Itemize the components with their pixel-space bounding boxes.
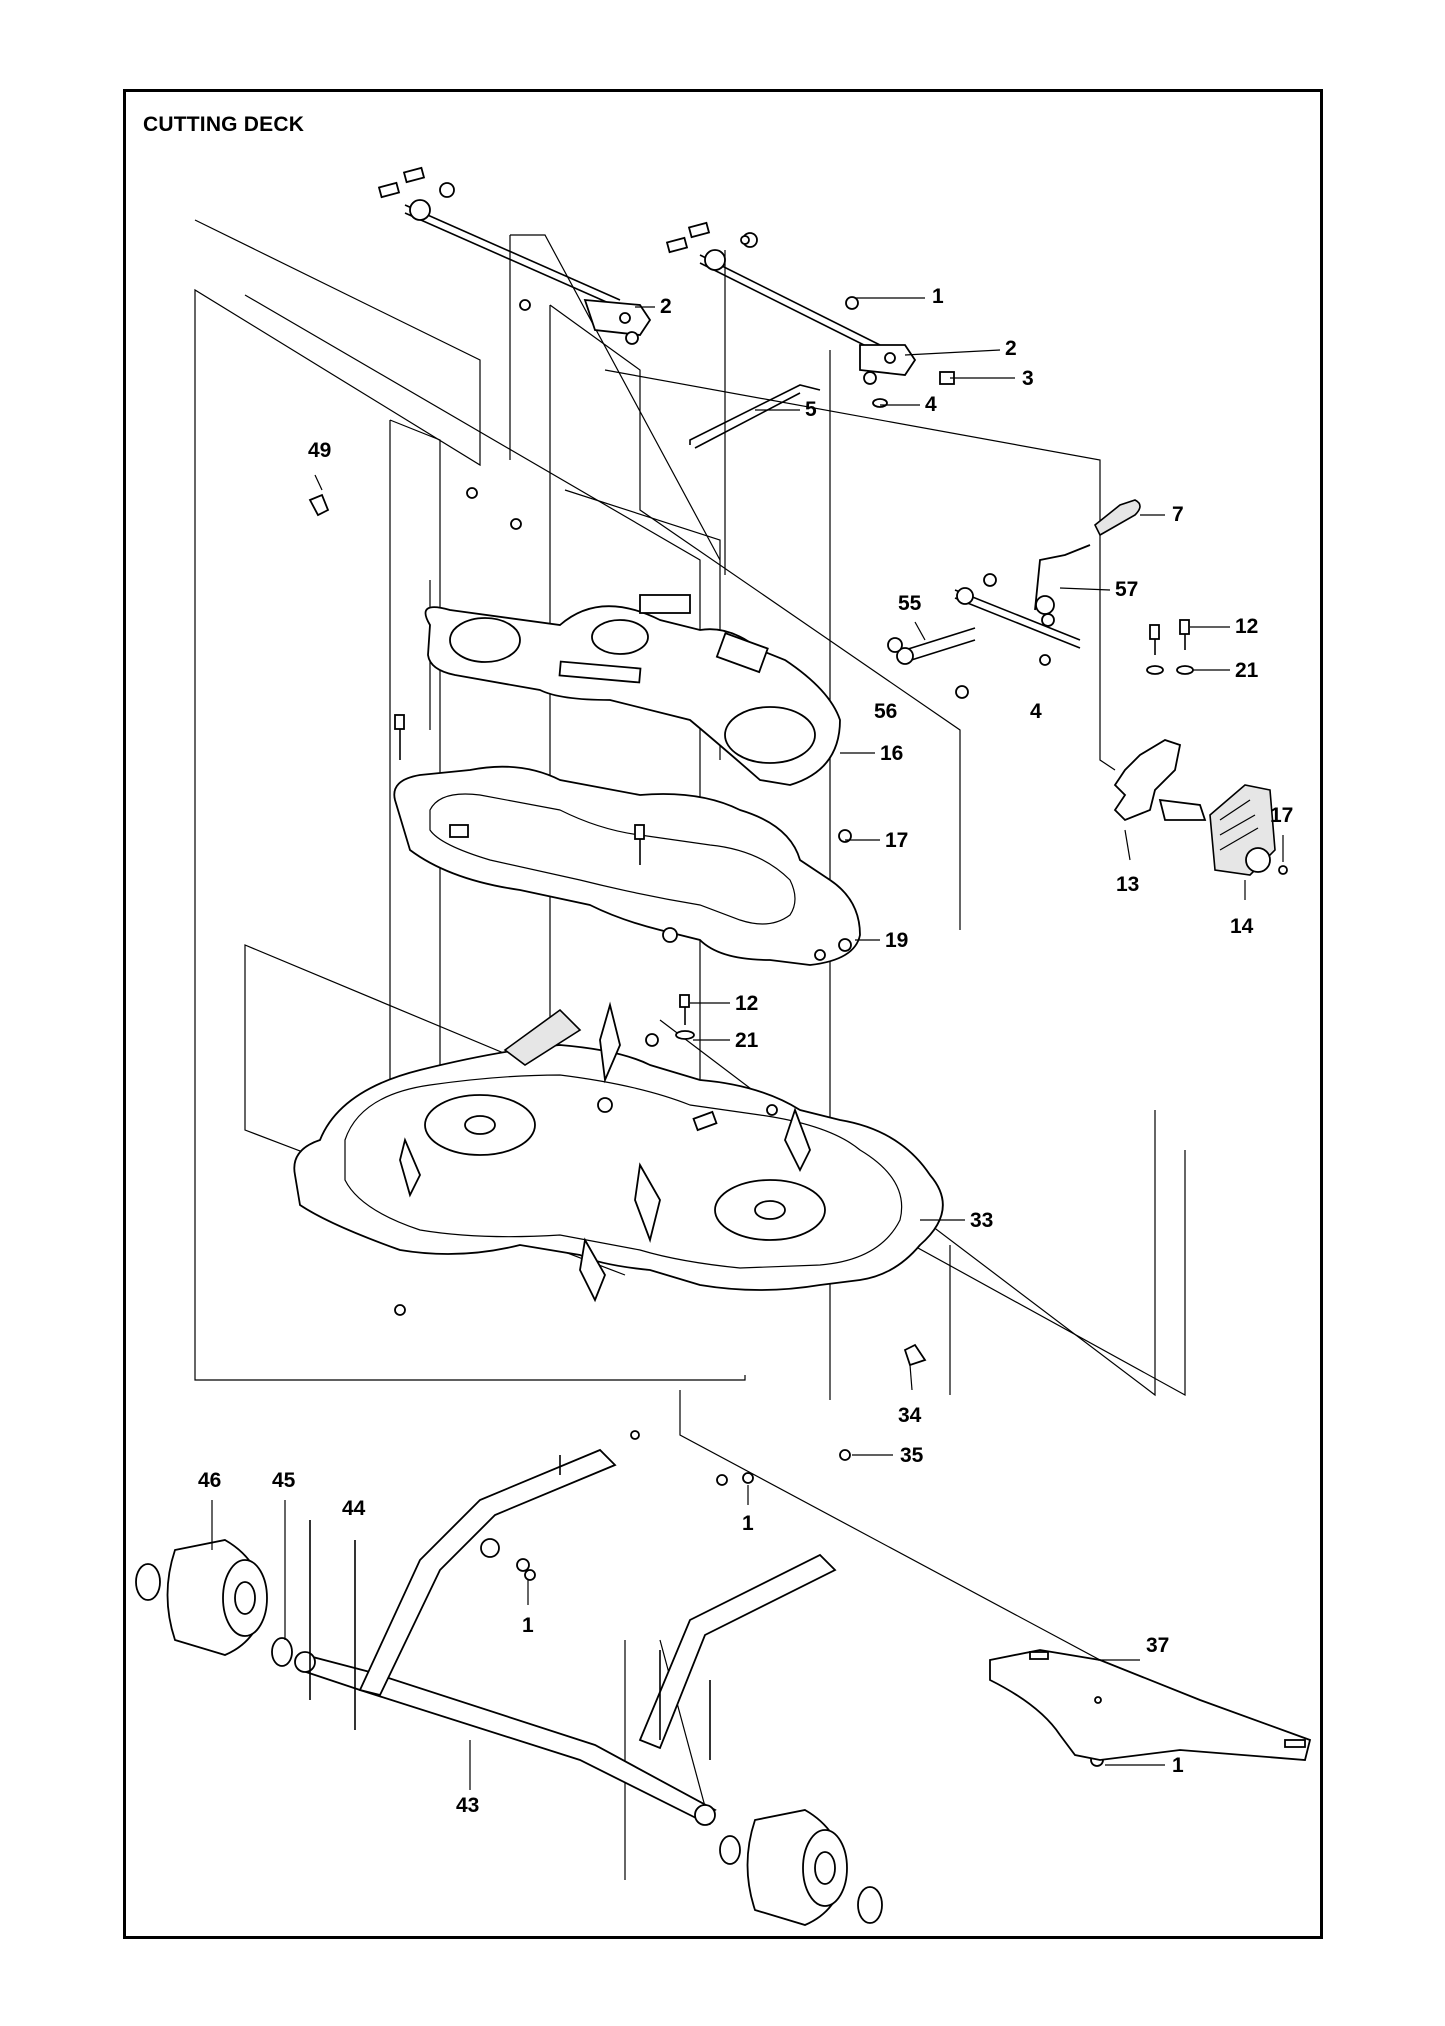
callout-17: 17	[885, 829, 908, 852]
callout-44: 44	[342, 1497, 366, 1520]
callout-33: 33	[970, 1209, 993, 1232]
front-wheel-left[interactable]	[135, 1539, 293, 1667]
callout-13: 13	[1116, 873, 1139, 896]
callout-45: 45	[272, 1469, 296, 1492]
callout-14: 14	[1230, 915, 1254, 938]
callout-4: 4	[1030, 700, 1042, 723]
belt-shroud[interactable]	[393, 765, 861, 966]
discharge-deflector[interactable]	[989, 1649, 1312, 1761]
callout-2: 2	[660, 295, 672, 318]
callout-46: 46	[198, 1469, 221, 1492]
lift-bracket-left[interactable]	[519, 298, 652, 345]
callout-37: 37	[1146, 1634, 1169, 1657]
callout-12: 12	[1235, 615, 1258, 638]
callout-1: 1	[742, 1512, 754, 1535]
callout-17: 17	[1270, 804, 1293, 827]
cutting-deck-housing[interactable]	[293, 1001, 944, 1303]
callout-leaders	[211, 297, 1284, 1790]
callout-55: 55	[898, 592, 922, 615]
callout-3: 3	[1022, 367, 1034, 390]
deck-hardware	[308, 487, 1104, 1767]
callout-19: 19	[885, 929, 908, 952]
lift-rod-left	[377, 166, 621, 309]
front-wheel-right[interactable]	[719, 1809, 883, 1926]
callout-12: 12	[735, 992, 758, 1015]
callout-57: 57	[1115, 578, 1138, 601]
height-indicator-cover[interactable]	[1209, 784, 1288, 876]
callout-34: 34	[898, 1404, 922, 1427]
callout-4: 4	[925, 393, 937, 416]
callout-43: 43	[456, 1794, 479, 1817]
callout-35: 35	[900, 1444, 924, 1467]
callout-7: 7	[1172, 503, 1184, 526]
height-lever-assembly[interactable]	[887, 499, 1141, 699]
callout-2: 2	[1005, 337, 1017, 360]
callout-16: 16	[880, 742, 903, 765]
belt-cover-top[interactable]	[424, 594, 841, 786]
diagram-title: CUTTING DECK	[143, 113, 305, 136]
link-rod-5	[689, 384, 821, 449]
height-adjust-plate[interactable]	[1113, 739, 1207, 822]
callout-1: 1	[932, 285, 944, 308]
lift-bracket-right[interactable]	[845, 296, 955, 408]
callout-1: 1	[522, 1614, 534, 1637]
callout-21: 21	[735, 1029, 759, 1052]
callout-5: 5	[805, 398, 817, 421]
callout-49: 49	[308, 439, 331, 462]
callout-21: 21	[1235, 659, 1259, 682]
callout-1: 1	[1172, 1754, 1184, 1777]
callout-56: 56	[874, 700, 897, 723]
bolt-washer-right	[1146, 619, 1194, 675]
lift-rod-right	[665, 221, 881, 354]
front-axle[interactable]	[294, 1448, 837, 1826]
diagram-frame	[123, 89, 1323, 1939]
callout-labels: 1 2 2 3 4 5 49 7 57 55 56 4 12 21 16 17 …	[198, 285, 1293, 1817]
